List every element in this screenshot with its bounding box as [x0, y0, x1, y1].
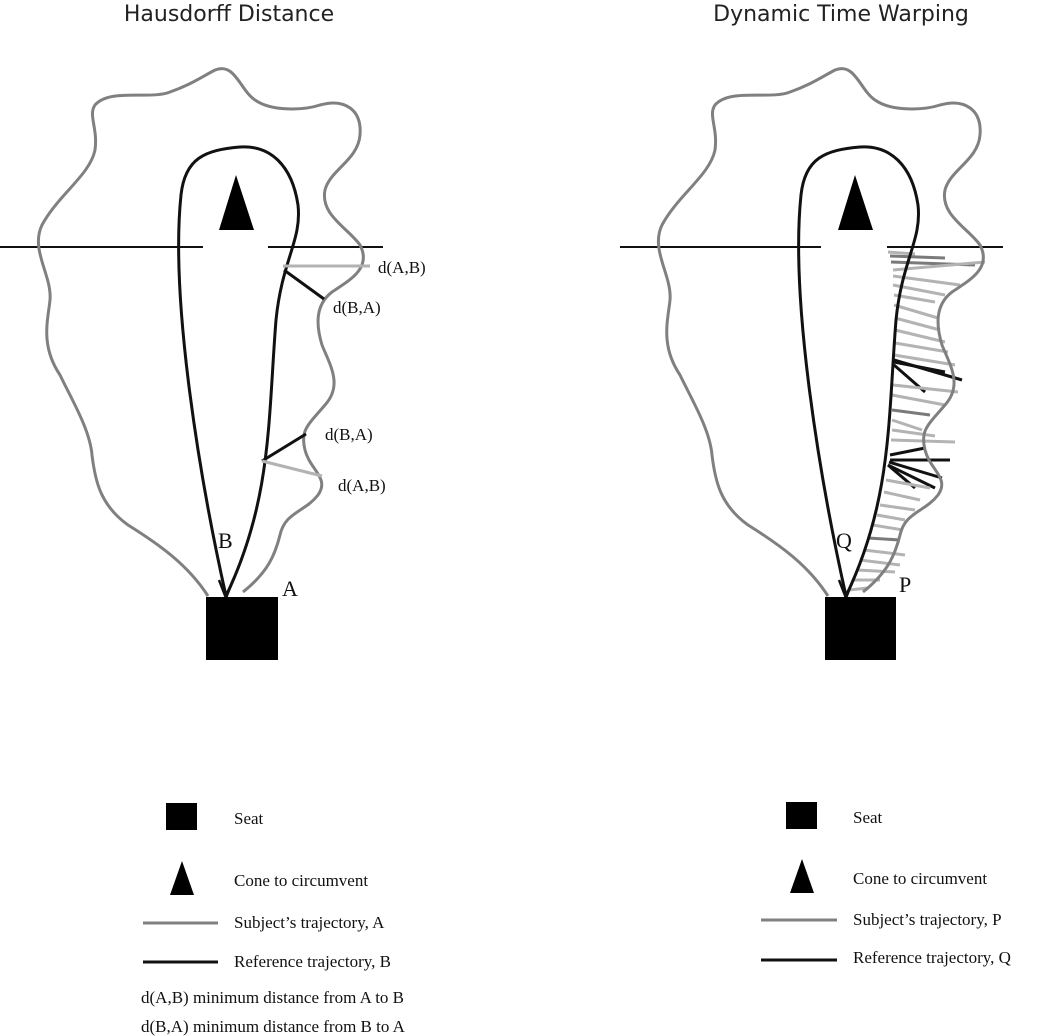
distance-ba-bottom-line: [261, 432, 307, 463]
legend-d-ba-text: d(B,A) minimum distance from B to A: [141, 1017, 406, 1036]
legend-reference-label: Reference trajectory, B: [234, 952, 391, 971]
warping-link: [859, 558, 901, 567]
warping-link: [872, 523, 904, 532]
legend-cone-label: Cone to circumvent: [234, 871, 368, 890]
legend-reference-label: Reference trajectory, Q: [853, 948, 1011, 967]
warping-link: [863, 548, 906, 557]
reference-trajectory-b: [177, 145, 301, 597]
seat-left: [206, 597, 278, 660]
warping-link: [891, 408, 931, 417]
legend-seat-swatch: [786, 802, 817, 829]
warping-link: [885, 478, 931, 490]
cone-left: [219, 175, 254, 230]
legend-seat-label: Seat: [853, 808, 883, 827]
legend-cone-label: Cone to circumvent: [853, 869, 987, 888]
hausdorff-panel: Hausdorff Distance d(A,B) d(B,A) d(B,A) …: [0, 2, 426, 1036]
dtw-panel: Dynamic Time Warping Q P Seat Cone to ci…: [620, 2, 1011, 967]
label-reference-q: Q: [836, 528, 852, 553]
warping-link: [893, 360, 946, 374]
dtw-title: Dynamic Time Warping: [713, 2, 969, 27]
label-subject-a: A: [282, 576, 298, 601]
dtw-legend: Seat Cone to circumvent Subject’s trajec…: [761, 802, 1011, 967]
warping-links: [848, 250, 986, 592]
legend-seat-swatch: [166, 803, 197, 830]
warping-link: [879, 503, 916, 512]
warping-link: [894, 328, 946, 344]
warping-link: [888, 460, 943, 480]
seat-right: [825, 597, 896, 660]
warping-link: [892, 383, 959, 394]
legend-seat-label: Seat: [234, 809, 264, 828]
legend-subject-label: Subject’s trajectory, A: [234, 913, 385, 932]
hausdorff-title: Hausdorff Distance: [124, 2, 334, 27]
legend-cone-swatch: [790, 859, 814, 893]
warping-link: [892, 260, 986, 272]
reference-trajectory-q: [797, 145, 921, 597]
warping-link: [893, 303, 939, 320]
warping-link: [893, 353, 956, 367]
label-d-ab-bottom: d(A,B): [338, 476, 386, 495]
warping-link: [891, 393, 946, 407]
legend-cone-swatch: [170, 861, 194, 895]
warping-link: [894, 341, 949, 354]
warping-link: [887, 463, 936, 490]
warping-link: [867, 536, 901, 542]
label-reference-b: B: [218, 528, 233, 553]
label-d-ba-bottom: d(B,A): [325, 425, 373, 444]
legend-d-ab-text: d(A,B) minimum distance from A to B: [141, 988, 404, 1007]
warping-link: [883, 490, 921, 502]
label-d-ab-top: d(A,B): [378, 258, 426, 277]
warping-link: [894, 316, 941, 332]
subject-trajectory-a: [36, 67, 365, 597]
cone-right: [838, 175, 873, 230]
legend-subject-label: Subject’s trajectory, P: [853, 910, 1002, 929]
label-subject-p: P: [899, 572, 911, 597]
distance-ab-bottom-line: [261, 459, 323, 478]
warping-link: [889, 446, 926, 457]
subject-trajectory-p: [656, 67, 985, 597]
hausdorff-legend: Seat Cone to circumvent Subject’s trajec…: [141, 803, 406, 1036]
warping-link: [891, 428, 936, 438]
warping-link: [848, 586, 869, 592]
warping-link: [889, 254, 946, 260]
warping-link: [876, 513, 906, 522]
warping-link: [856, 568, 896, 574]
warping-link: [891, 418, 923, 432]
label-d-ba-top: d(B,A): [333, 298, 381, 317]
distance-ba-top-line: [283, 268, 325, 301]
